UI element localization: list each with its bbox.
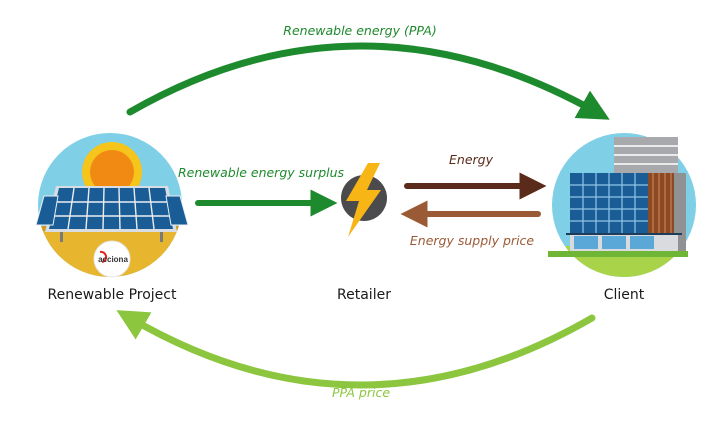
client-label: Client: [604, 287, 645, 303]
ppa-price-arrow: [116, 310, 596, 389]
lightning-bolt-icon: [346, 163, 381, 237]
energy-label: Energy: [449, 152, 494, 167]
client-node: Client: [548, 133, 696, 303]
renewable-project-label: Renewable Project: [48, 287, 177, 303]
office-building-icon: [548, 137, 688, 257]
ppa-price-label: PPA price: [332, 385, 390, 400]
acciona-logo-text: acciona: [98, 255, 128, 264]
ppa-energy-arrow: [126, 42, 610, 120]
ppa-energy-label: Renewable energy (PPA): [283, 23, 436, 38]
supply-price-label: Energy supply price: [410, 233, 535, 248]
renewable-project-node: acciona Renewable Project: [35, 133, 189, 303]
acciona-logo: acciona: [93, 240, 131, 278]
surplus-label: Renewable energy surplus: [178, 165, 345, 180]
retailer-label: Retailer: [337, 287, 391, 303]
solar-panel-icon: [35, 186, 189, 242]
retailer-node: Retailer: [337, 163, 391, 303]
